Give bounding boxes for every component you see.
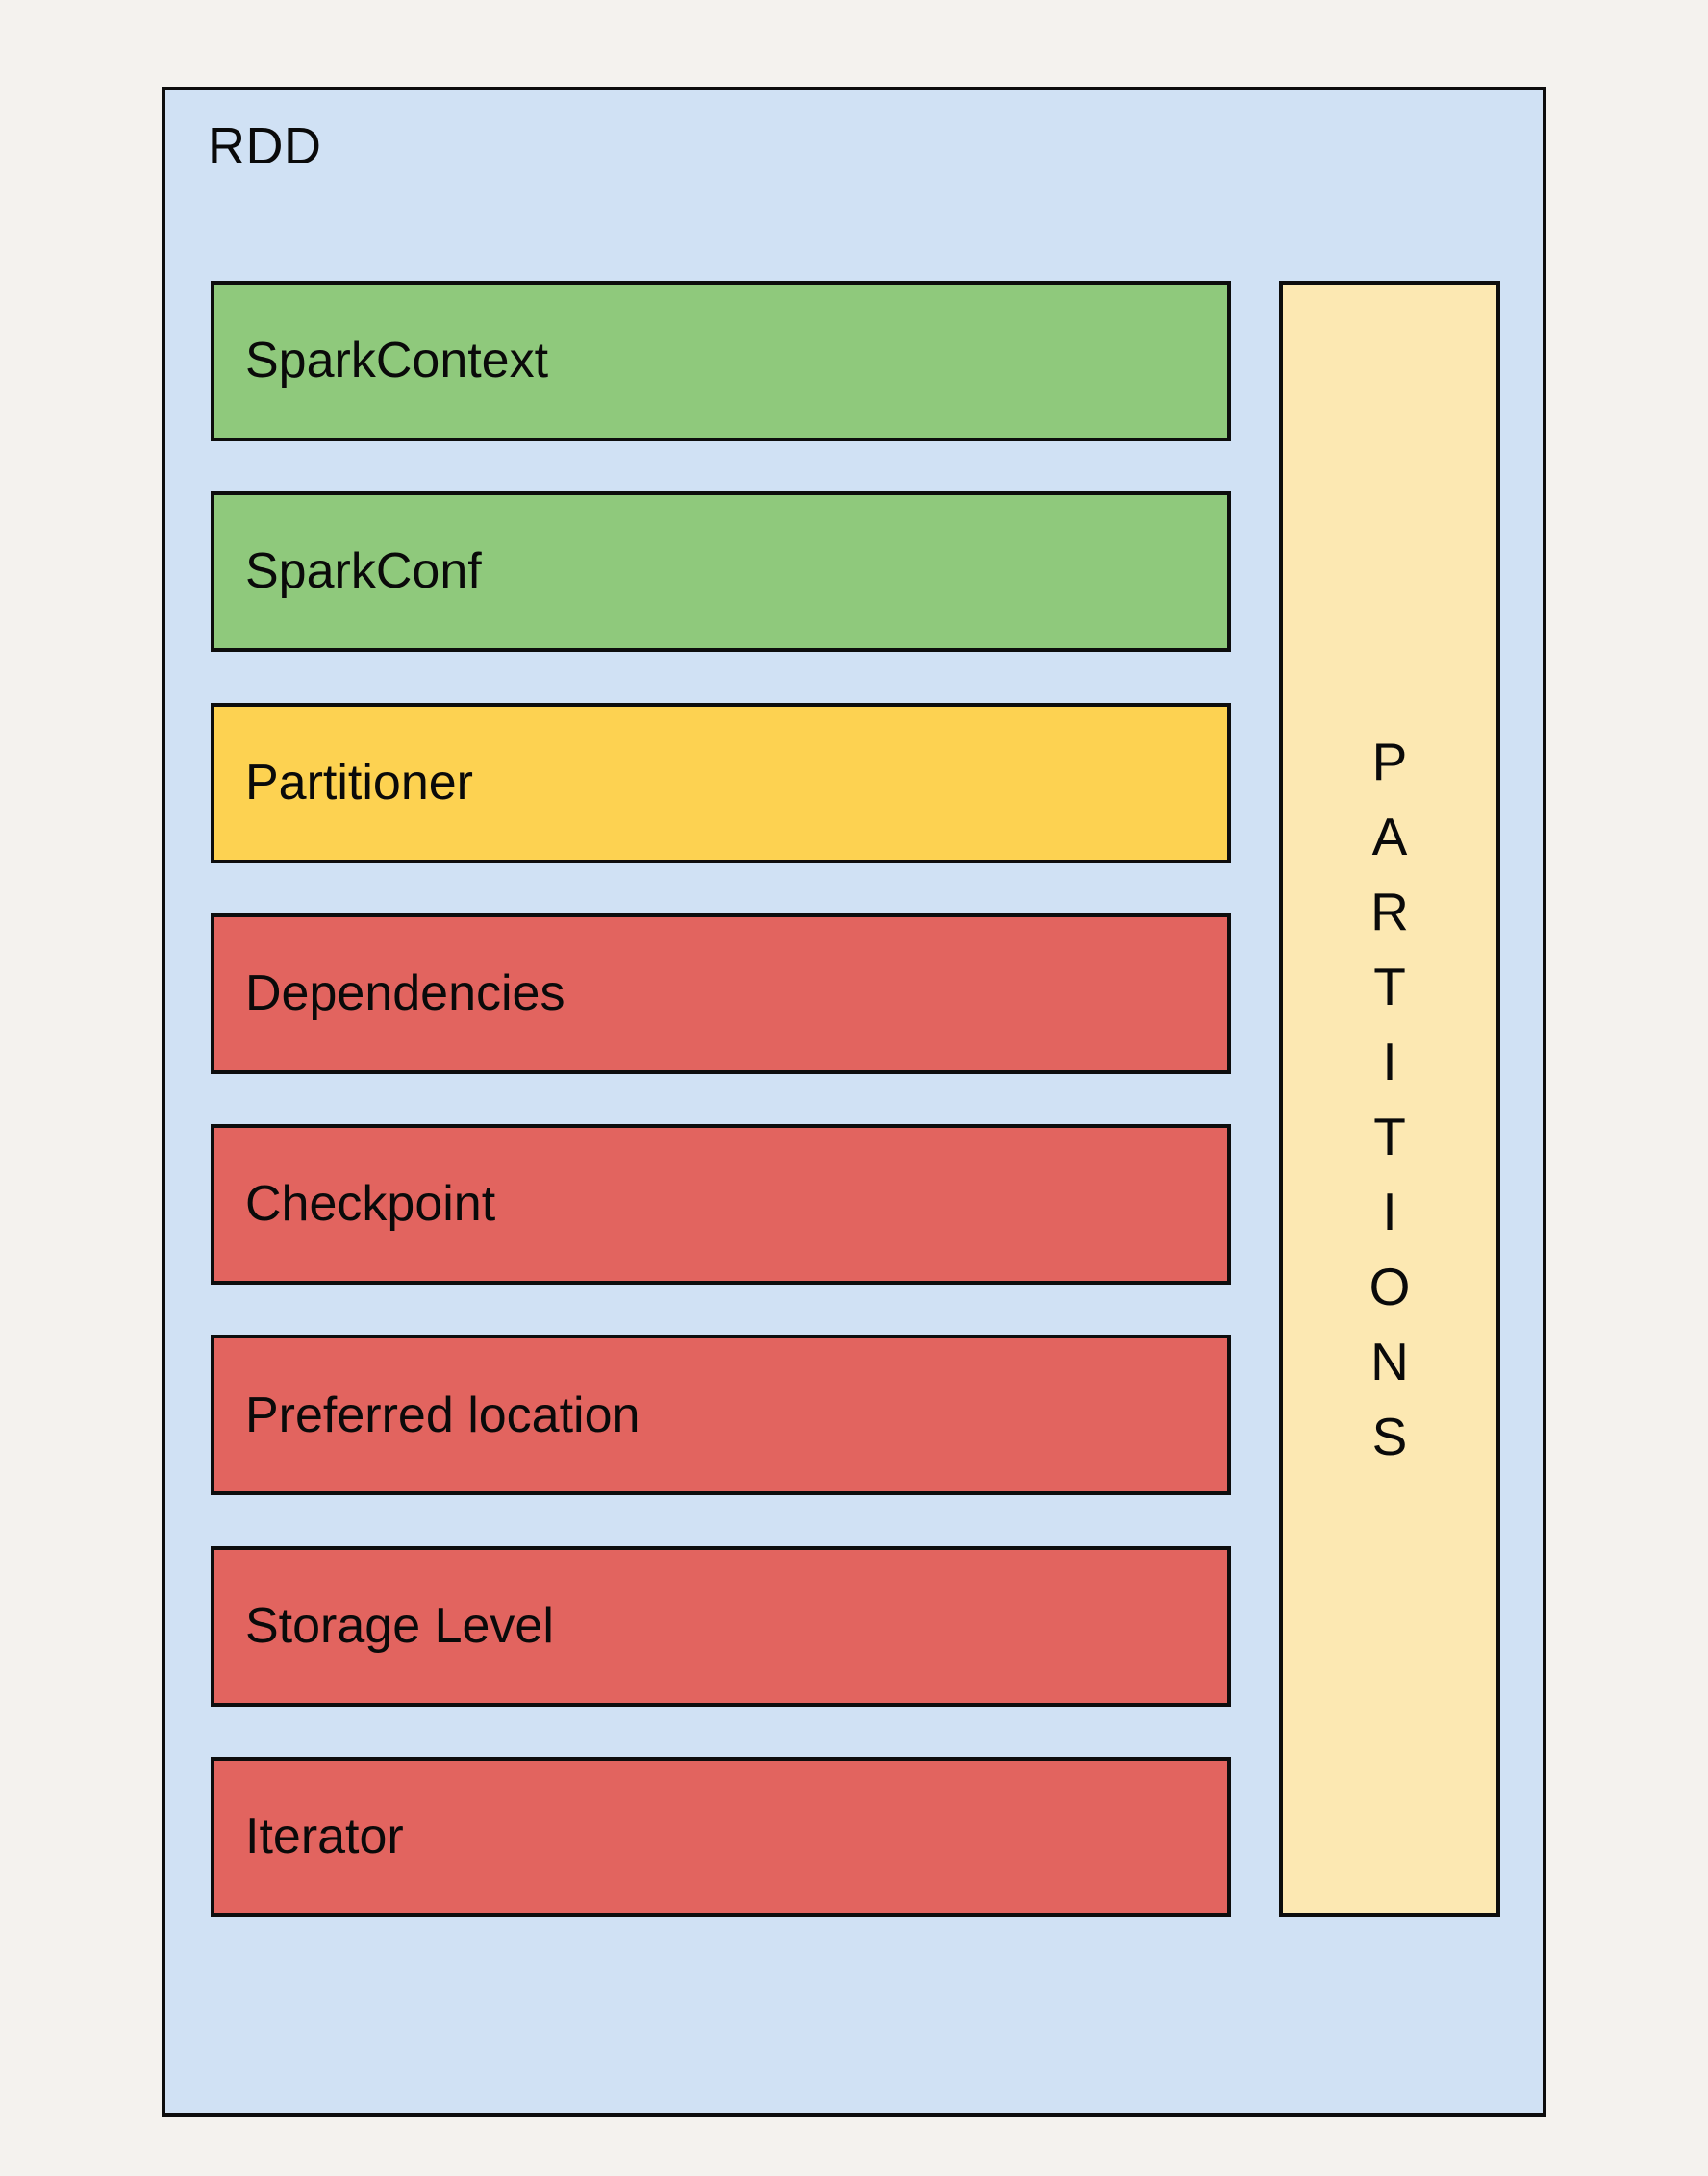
attribute-box-partitioner[interactable]: Partitioner — [211, 702, 1231, 863]
partitions-letter: I — [1382, 1031, 1397, 1091]
partitions-letter: N — [1370, 1332, 1409, 1392]
attribute-box-iterator[interactable]: Iterator — [211, 1756, 1231, 1917]
attribute-box-preferred-location[interactable]: Preferred location — [211, 1335, 1231, 1496]
attribute-label: Iterator — [245, 1809, 404, 1865]
attribute-label: Storage Level — [245, 1597, 554, 1654]
partitions-panel[interactable]: P A R T I T I O N S — [1279, 281, 1500, 1917]
attribute-label: Checkpoint — [245, 1176, 496, 1233]
attribute-label: SparkConf — [245, 543, 482, 600]
partitions-letter: T — [1373, 1107, 1406, 1166]
partitions-letter: P — [1371, 731, 1408, 791]
attribute-label: SparkContext — [245, 333, 549, 389]
partitions-letter: R — [1370, 881, 1409, 941]
attribute-box-sparkconf[interactable]: SparkConf — [211, 491, 1231, 653]
attribute-label: Partitioner — [245, 754, 473, 811]
attribute-label: Preferred location — [245, 1387, 640, 1443]
attribute-box-dependencies[interactable]: Dependencies — [211, 913, 1231, 1074]
partitions-letter: A — [1371, 806, 1408, 866]
rdd-attribute-column: SparkContext SparkConf Partitioner Depen… — [211, 281, 1231, 1917]
partitions-letter: O — [1369, 1257, 1411, 1317]
rdd-container: RDD SparkContext SparkConf Partitioner D… — [162, 87, 1546, 2117]
attribute-box-storage-level[interactable]: Storage Level — [211, 1545, 1231, 1707]
attribute-box-checkpoint[interactable]: Checkpoint — [211, 1124, 1231, 1286]
partitions-label: P A R T I T I O N S — [1369, 724, 1411, 1475]
attribute-label: Dependencies — [245, 965, 565, 1022]
attribute-box-sparkcontext[interactable]: SparkContext — [211, 281, 1231, 441]
partitions-letter: S — [1371, 1407, 1408, 1467]
partitions-letter: I — [1382, 1182, 1397, 1242]
partitions-letter: T — [1373, 956, 1406, 1016]
rdd-title: RDD — [208, 117, 322, 175]
